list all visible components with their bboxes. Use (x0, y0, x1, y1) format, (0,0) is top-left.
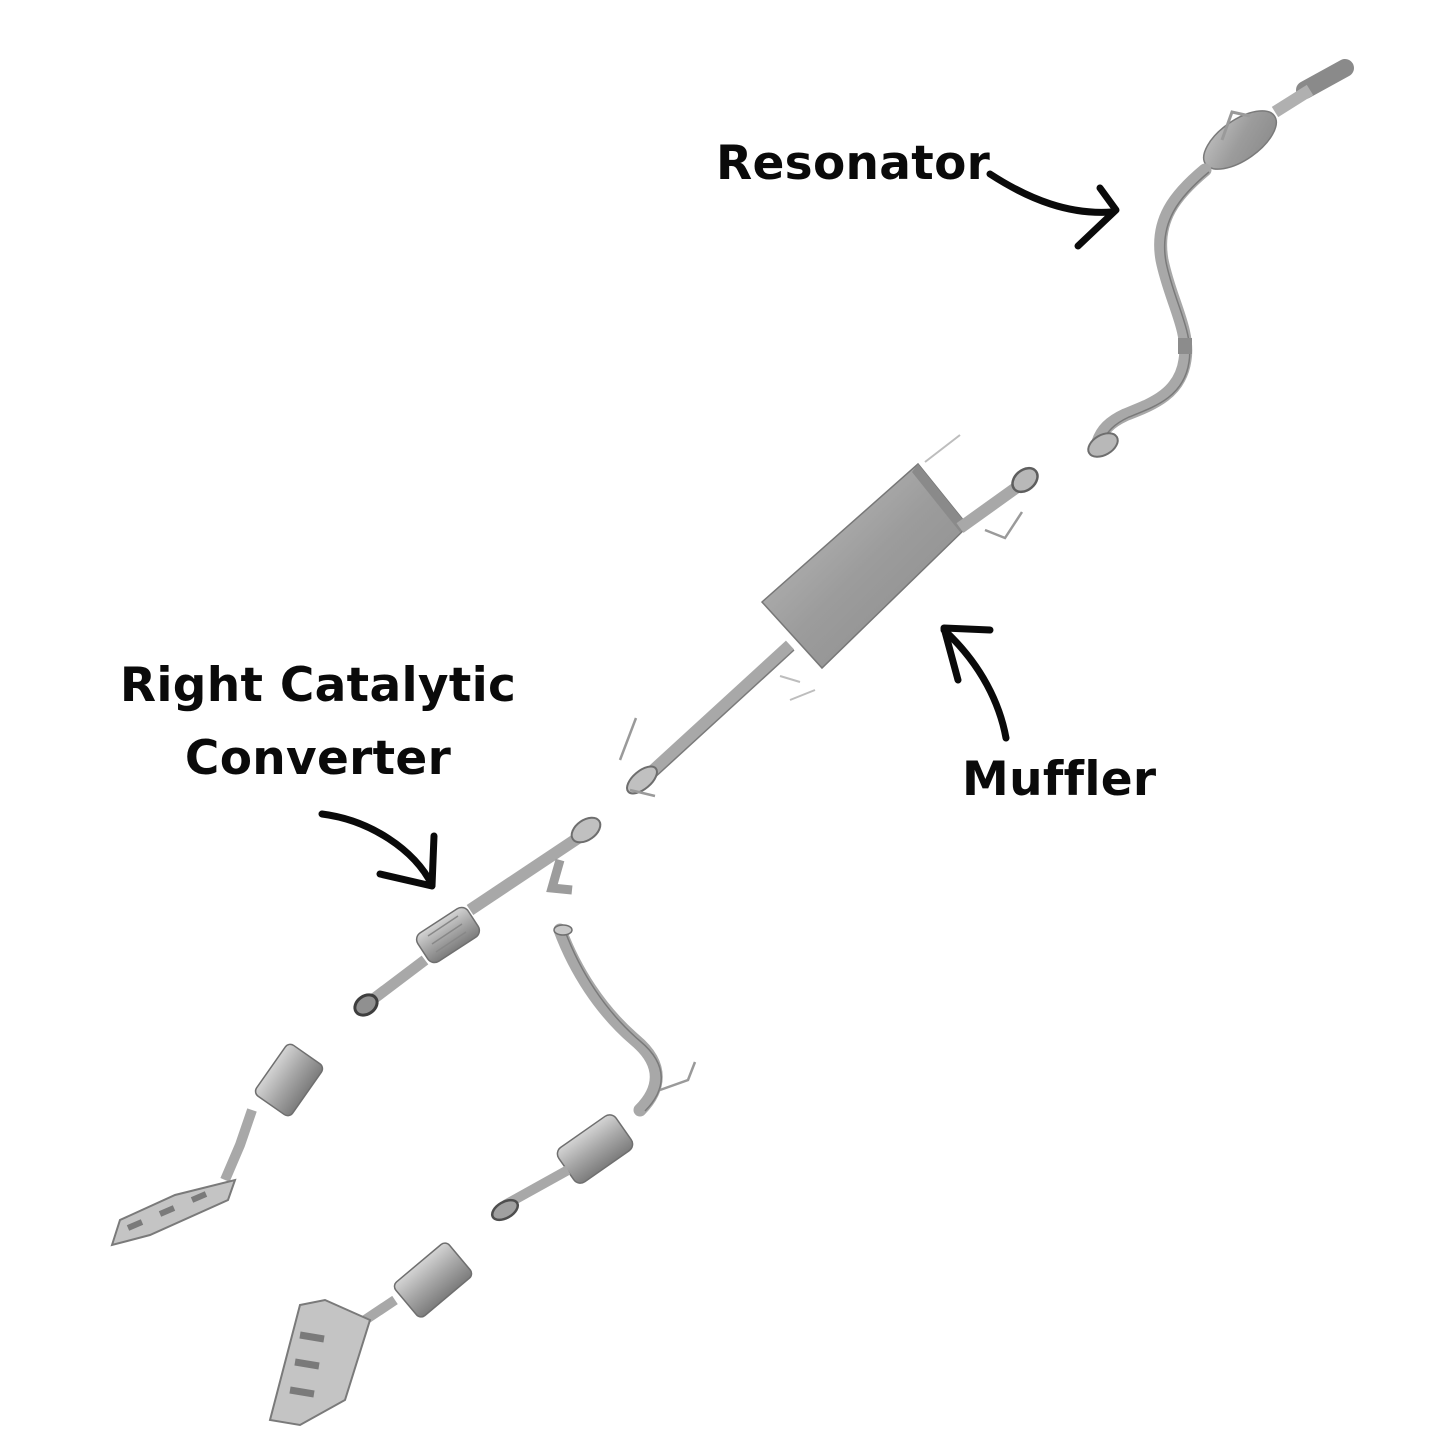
muffler-hanger-bottom (779, 675, 816, 701)
muffler-label: Muffler (962, 752, 1157, 807)
pipe-flex-joint (1178, 338, 1192, 354)
tailpipe (1271, 84, 1314, 118)
right-catalytic-label-line1: Right Catalytic (119, 658, 517, 713)
right-manifold-ports (289, 1331, 325, 1398)
resonator-assembly (1087, 59, 1354, 458)
left-front-pipe (553, 923, 663, 1117)
muffler-outlet-flange (1011, 466, 1039, 494)
left-front-pipe-hanger (659, 1061, 697, 1092)
muffler-inlet-pipe (643, 640, 795, 780)
y-pipe-outlet (466, 825, 594, 915)
left-manifold-ports (126, 1191, 208, 1231)
resonator-label: Resonator (716, 136, 991, 191)
y-pipe-flange (570, 816, 602, 844)
muffler-inlet-pipe-edge (651, 649, 795, 781)
resonator-hanger (1220, 110, 1251, 141)
muffler-inlet-hanger (618, 717, 656, 798)
left-front-pipe-assembly (490, 923, 697, 1222)
muffler-assembly (618, 434, 1039, 798)
right-catalytic-converter-body (415, 906, 481, 964)
resonator-arrow (986, 170, 1120, 250)
right-exhaust-manifold (268, 1298, 372, 1427)
muffler-outlet-pipe (956, 480, 1024, 533)
left-manifold-converter-body (254, 1043, 324, 1117)
muffler-outlet-hanger (984, 511, 1024, 540)
right-catalytic-inlet-flange (353, 993, 379, 1017)
left-exhaust-manifold (110, 1178, 237, 1247)
right-catalytic-converter-label: Right Catalytic Converter (108, 650, 528, 796)
right-catalytic-converter-ribs (427, 915, 467, 953)
left-manifold-converter (110, 1043, 324, 1247)
muffler-arrow (940, 624, 1010, 742)
left-catalytic-outlet-pipe (502, 1165, 571, 1210)
right-catalytic-inlet-pipe (368, 955, 429, 1005)
left-front-pipe-top-end (553, 924, 573, 936)
catalytic-arrow (318, 810, 438, 890)
right-catalytic-label-line2: Converter (184, 730, 452, 786)
tailpipe-tip (1296, 59, 1354, 99)
right-manifold-converter-body (393, 1242, 473, 1318)
left-front-pipe-edge (564, 930, 662, 1112)
y-pipe-branch (546, 858, 573, 895)
left-manifold-downpipe (220, 1108, 257, 1182)
right-manifold-converter (268, 1242, 473, 1427)
muffler-hanger-top (924, 434, 961, 463)
right-catalytic-converter-assembly (353, 816, 602, 1017)
resonator-flange (1087, 432, 1119, 458)
left-catalytic-outlet-flange (490, 1198, 520, 1222)
muffler-body-shade (912, 464, 968, 532)
muffler-inlet-flange (626, 765, 658, 795)
